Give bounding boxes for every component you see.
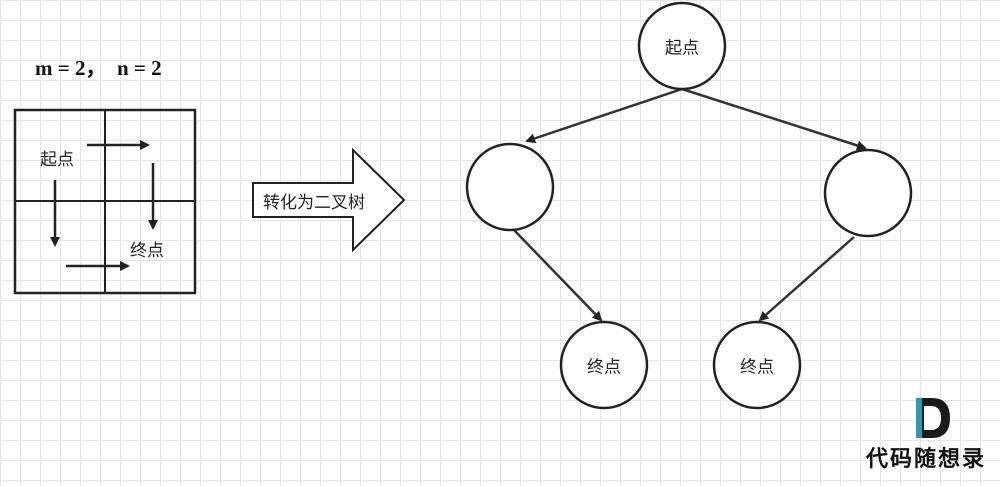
edge-right-leaf [758, 236, 855, 322]
grid-end-label: 终点 [130, 241, 164, 261]
grid-size-params: m = 2， n = 2 [35, 56, 162, 80]
node-right [823, 148, 913, 238]
node-left-leaf [559, 320, 649, 410]
grid-2x2 [13, 108, 197, 295]
edge-root-left [525, 87, 683, 144]
node-left-leaf-label: 终点 [587, 357, 621, 378]
node-root-label: 起点 [665, 38, 699, 59]
node-right-leaf [712, 320, 802, 410]
grid-start-label: 起点 [40, 150, 74, 170]
edge-root-right [681, 87, 867, 151]
logo-mark [916, 398, 950, 438]
node-right-leaf-label: 终点 [740, 357, 774, 378]
grid-path-arrows [50, 140, 158, 271]
tree-edges [513, 87, 867, 322]
transform-arrow [252, 147, 406, 253]
tree-nodes [465, 1, 913, 410]
node-left [465, 142, 555, 232]
transform-arrow-label: 转化为二叉树 [263, 193, 365, 213]
edge-left-leaf [513, 229, 603, 322]
logo-text: 代码随想录 [866, 446, 987, 472]
node-root [637, 1, 727, 91]
